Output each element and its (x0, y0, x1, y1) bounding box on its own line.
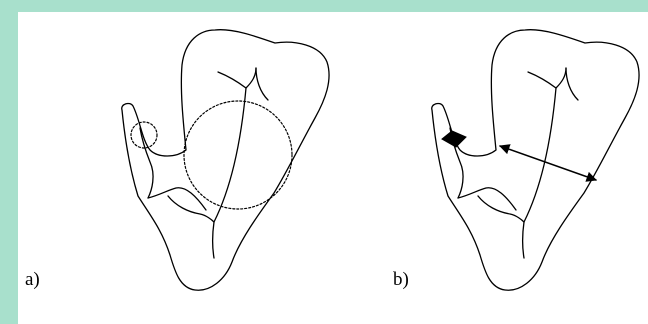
solid-arrowhead-wedge (442, 131, 466, 147)
panel-b-diagram (432, 30, 639, 291)
panel-a-fissure-central (213, 88, 247, 258)
panel-a-inner-cusp-left (140, 128, 153, 198)
panel-a-fissure-left (218, 72, 246, 88)
panel-b-main-outline (432, 30, 639, 291)
panel-b-fissure-left (528, 72, 556, 88)
large-dotted-circle (184, 101, 292, 209)
panel-b-fissure-central (523, 88, 557, 258)
panel-b-lower-cusp (478, 196, 524, 222)
panel-a-diagram (122, 30, 329, 291)
panel-a-main-outline (122, 30, 329, 291)
panel-b-fissure-main (566, 68, 578, 100)
panel-b-inner-cusp-ridge (458, 188, 516, 210)
panel-a-fissure-right (246, 68, 256, 88)
double-headed-arrow (500, 146, 596, 180)
panel-b-fissure-right (556, 68, 566, 88)
panel-b-label: b) (393, 270, 409, 289)
panel-a-label: a) (25, 270, 40, 289)
panel-a-fissure-main (256, 68, 268, 100)
